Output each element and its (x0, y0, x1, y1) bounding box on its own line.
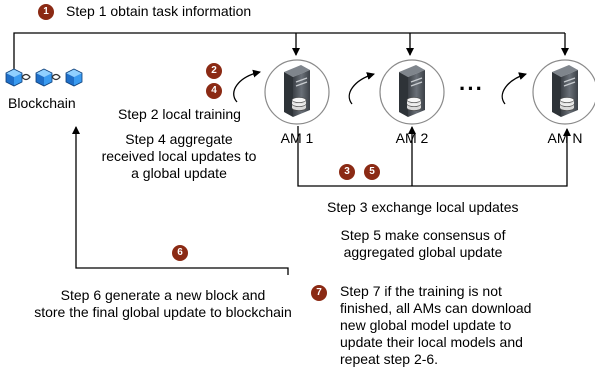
exchange-updates-lines (297, 126, 571, 187)
step1-badge: 1 (38, 4, 54, 20)
step6-return-line (72, 126, 289, 275)
step3-text: Step 3 exchange local updates (327, 199, 519, 215)
step6-line-1: Step 6 generate a new block and (60, 287, 266, 303)
step7-line-2: finished, all AMs can download (340, 300, 532, 316)
step1-distribution-lines (13, 32, 569, 72)
step7-line-5: repeat step 2-6. (340, 351, 439, 367)
step6-badge: 6 (172, 245, 188, 261)
step6-text: Step 6 generate a new block and store th… (0, 287, 326, 321)
nodes-ellipsis: ··· (459, 76, 484, 101)
amn-label: AM N (547, 130, 583, 146)
am2-label: AM 2 (395, 130, 429, 146)
step4-line-1: Step 4 aggregate (125, 131, 233, 147)
am1-label: AM 1 (280, 130, 314, 146)
step6-line-2: store the final global update to blockch… (34, 304, 292, 320)
step7-line-4: update their local models and (340, 334, 523, 350)
am2-server-icon (379, 59, 445, 125)
step4-line-3: a global update (131, 165, 227, 181)
step3-badge: 3 (339, 164, 355, 180)
step5-line-1: Step 5 make consensus of (340, 227, 506, 243)
step1-text: Step 1 obtain task information (66, 3, 252, 19)
step7-line-1: Step 7 if the training is not (340, 283, 502, 299)
step2-badge: 2 (206, 63, 222, 79)
local-training-arrows (233, 69, 527, 105)
blockchain-label: Blockchain (8, 95, 76, 111)
step4-badge: 4 (206, 83, 222, 99)
step2-text: Step 2 local training (118, 106, 241, 122)
step5-text: Step 5 make consensus of aggregated glob… (322, 227, 524, 261)
step4-line-2: received local updates to (101, 148, 257, 164)
step7-text: Step 7 if the training is not finished, … (340, 283, 531, 368)
blockchain-cubes-icon (5, 68, 83, 87)
step7-line-3: new global model update to (340, 317, 512, 333)
am1-server-icon (264, 59, 330, 125)
amn-server-icon (532, 59, 595, 125)
step7-badge: 7 (311, 285, 327, 301)
step4-text: Step 4 aggregate received local updates … (87, 131, 271, 182)
step5-badge: 5 (364, 164, 380, 180)
step5-line-2: aggregated global update (343, 244, 503, 260)
